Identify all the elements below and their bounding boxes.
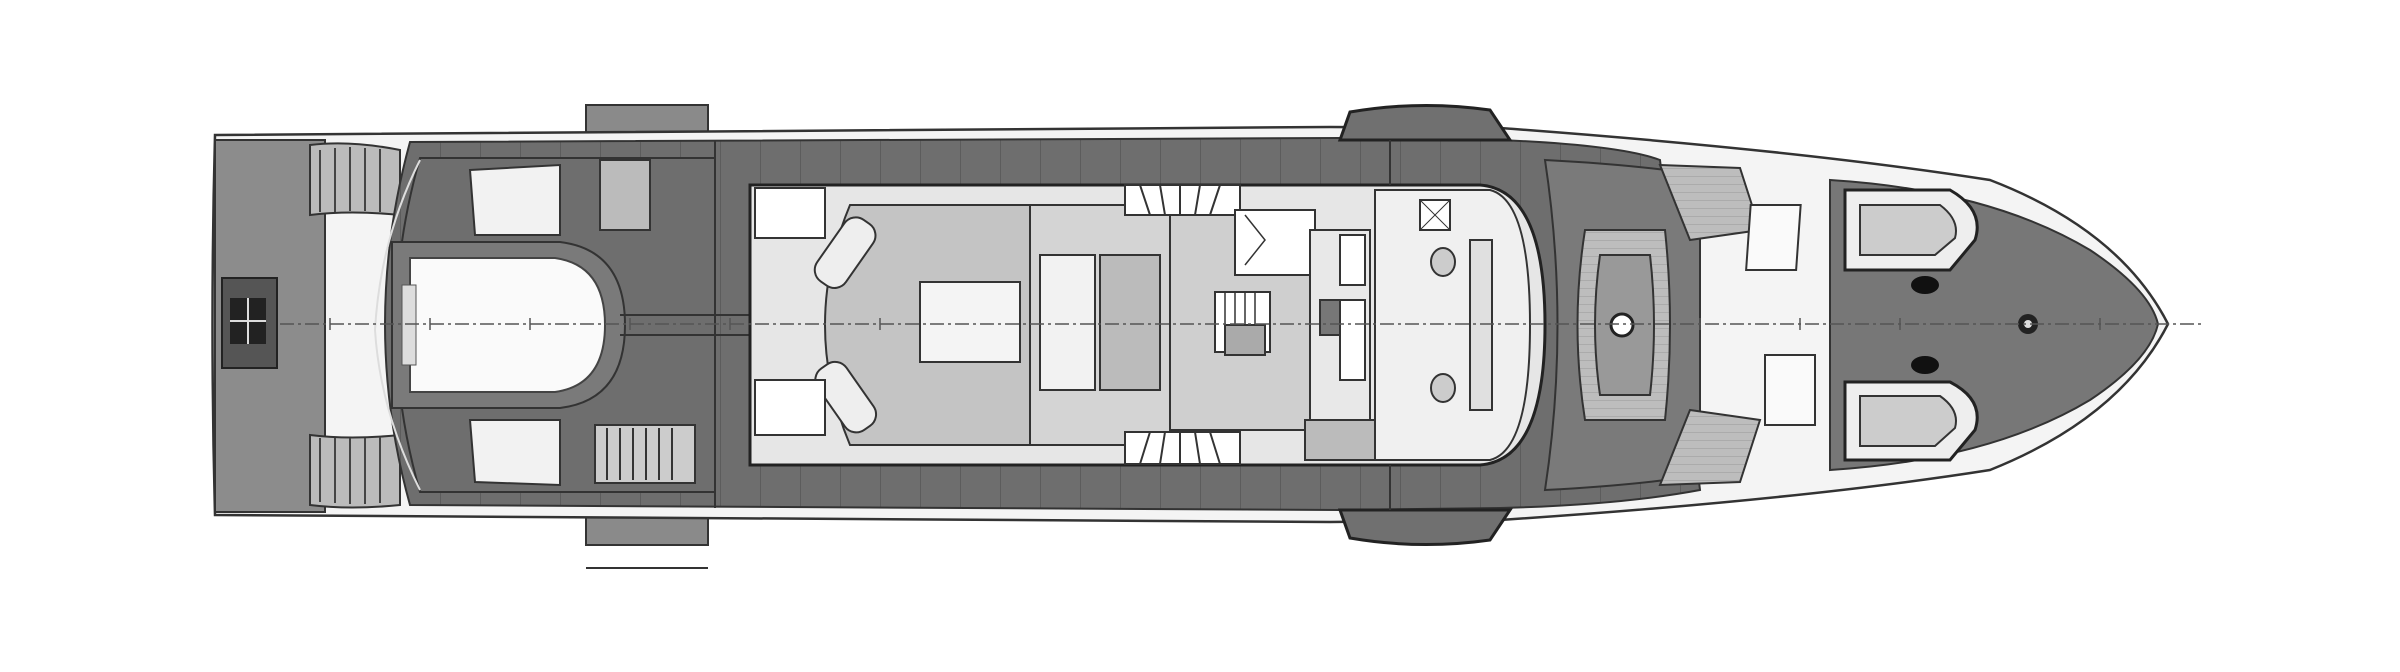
salon-sofa-port xyxy=(813,216,877,289)
pool xyxy=(391,241,627,409)
foredeck-table xyxy=(1609,312,1635,338)
stern-stairs-port xyxy=(309,142,401,217)
wheelhouse xyxy=(1374,189,1532,461)
anchor-windlass xyxy=(1911,276,2038,374)
stern-stairs-starboard xyxy=(309,433,401,509)
boarding-platform-starboard xyxy=(585,514,709,546)
bridge-wing-starboard xyxy=(1337,508,1513,547)
bridge-wing-port xyxy=(1337,103,1513,142)
teak-sunpad-starboard xyxy=(1658,408,1762,487)
sunpad-port xyxy=(468,163,561,236)
aft-bar xyxy=(599,159,651,231)
helm-chair-port xyxy=(1430,247,1456,277)
helm-console xyxy=(1469,239,1493,411)
tender-starboard xyxy=(1843,380,1979,462)
tender-port xyxy=(1843,188,1979,272)
sunpad-starboard xyxy=(468,419,561,487)
stairwell-port xyxy=(1124,184,1241,216)
stairwell-starboard xyxy=(1124,431,1241,465)
helm-chair-starboard xyxy=(1430,373,1456,403)
salon-table xyxy=(919,281,1021,363)
salon-sofa-starboard xyxy=(814,360,878,434)
office-cabin xyxy=(1234,209,1316,276)
crew-mess xyxy=(1304,419,1381,461)
